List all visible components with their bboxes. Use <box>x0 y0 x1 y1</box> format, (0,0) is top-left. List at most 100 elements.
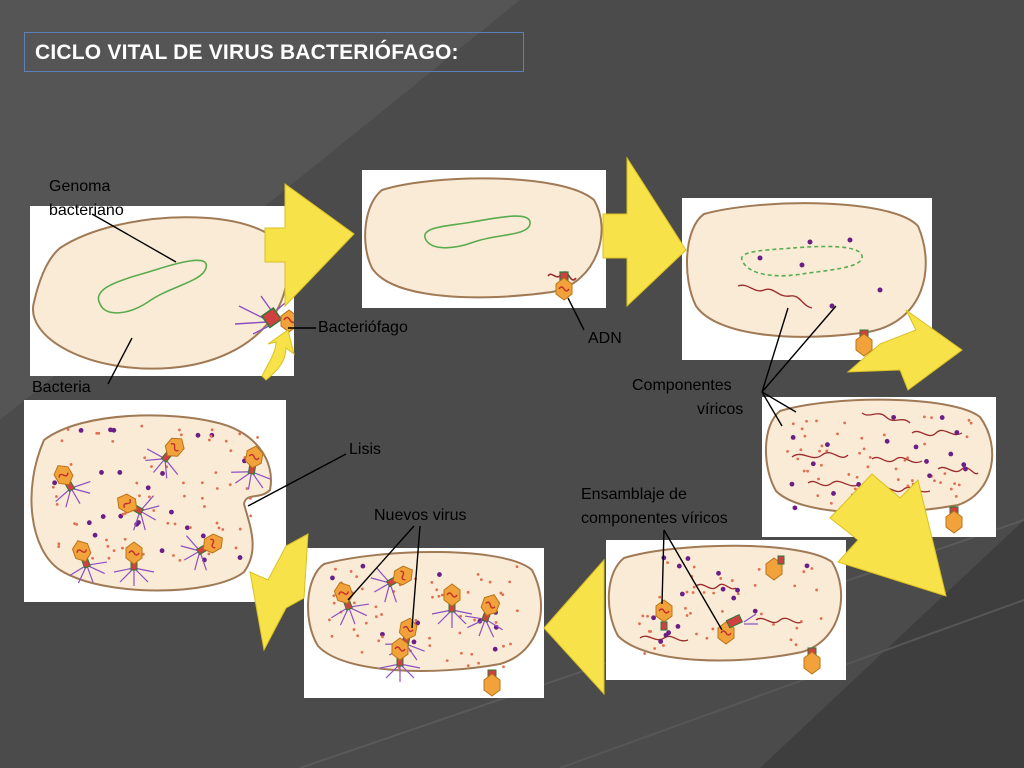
viral-component-dot <box>499 591 503 595</box>
new-phage <box>117 493 160 531</box>
viral-component-dot <box>445 659 449 663</box>
label-bacteria: Bacteria <box>32 379 91 396</box>
viral-dna-strand <box>737 284 813 309</box>
new-phage <box>464 594 503 638</box>
viral-component-dot <box>97 431 101 435</box>
viral-component-dot <box>238 527 242 531</box>
label-ensamblaje-line2: componentes víricos <box>581 510 728 527</box>
bacterial-genome <box>424 215 531 249</box>
viral-component-dot <box>189 526 192 529</box>
viral-component-dot <box>360 587 364 591</box>
viral-component-dot <box>121 546 124 550</box>
viral-component-dot <box>215 487 219 490</box>
viral-component-dot <box>428 644 432 648</box>
viral-component-dot <box>492 646 498 652</box>
viral-component-dot <box>792 505 798 511</box>
viral-component-dot <box>51 485 55 489</box>
phage-attaching <box>234 295 294 335</box>
viral-component-dot <box>477 661 480 665</box>
viral-component-dot <box>55 495 58 498</box>
viral-component-dot <box>209 434 213 438</box>
viral-component-dot <box>685 614 689 617</box>
viral-component-dot <box>143 456 147 460</box>
viral-component-dot <box>891 414 896 420</box>
viral-component-dot <box>245 487 249 490</box>
viral-component-dot <box>819 463 823 467</box>
stage-5-drawing <box>607 544 843 675</box>
viral-component-dot <box>75 522 79 526</box>
stage-4-panel <box>762 397 996 537</box>
viral-component-dot <box>922 415 926 419</box>
viral-component-dot <box>117 470 123 475</box>
label-nuevos-virus: Nuevos virus <box>374 507 467 524</box>
bacterial-genome <box>97 259 207 314</box>
viral-component-dot <box>159 548 165 554</box>
viral-component-dot <box>760 612 763 616</box>
viral-component-dot <box>169 509 174 515</box>
viral-component-dot <box>753 583 757 587</box>
viral-component-dot <box>690 575 694 578</box>
viral-component-dot <box>112 549 116 553</box>
viral-component-dot <box>60 439 64 443</box>
new-phage <box>53 465 91 508</box>
empty-phage-capsid <box>945 506 963 534</box>
assembling-phage <box>765 555 785 581</box>
viral-component-dot <box>884 438 890 444</box>
viral-component-dot <box>135 481 139 485</box>
viral-component-dot <box>466 664 470 668</box>
viral-component-dot <box>804 563 810 569</box>
viral-component-dot <box>658 595 662 599</box>
viral-component-dot <box>662 644 665 647</box>
viral-component-dot <box>651 615 656 621</box>
viral-component-dot <box>73 522 76 526</box>
viral-component-dot <box>818 449 821 453</box>
viral-component-dot <box>689 611 692 615</box>
viral-component-dot <box>488 580 492 584</box>
viral-component-dot <box>221 528 225 531</box>
viral-component-dot <box>355 575 359 579</box>
viral-component-dot <box>933 479 936 483</box>
viral-component-dot <box>692 565 696 569</box>
viral-component-dot <box>57 542 61 546</box>
viral-component-dot <box>802 570 806 574</box>
viral-component-dot <box>182 481 185 485</box>
stage-6-drawing <box>307 550 543 697</box>
stage-7-drawing <box>30 414 272 592</box>
new-phage <box>180 533 223 571</box>
viral-component-dot <box>458 631 462 635</box>
viral-component-dot <box>954 430 960 435</box>
viral-component-dot <box>502 644 505 648</box>
viral-component-dot <box>107 556 111 560</box>
label-ensamblaje-line1: Ensamblaje de <box>581 486 687 503</box>
viral-component-dot <box>894 467 898 471</box>
viral-component-dot <box>943 472 947 476</box>
viral-component-dot <box>437 572 442 577</box>
viral-component-dot <box>69 463 73 466</box>
viral-component-dot <box>638 622 641 626</box>
viral-component-dot <box>179 433 183 437</box>
viral-component-dot <box>721 609 724 613</box>
viral-component-dot <box>210 428 214 432</box>
viral-component-dot <box>106 544 110 548</box>
viral-component-dot <box>676 563 682 569</box>
viral-component-dot <box>820 444 824 448</box>
viral-component-dot <box>859 496 865 502</box>
viral-component-dot <box>55 502 59 506</box>
viral-component-dot <box>229 449 233 453</box>
viral-component-dot <box>675 624 681 629</box>
viral-component-dot <box>692 585 696 589</box>
viral-component-dot <box>806 469 810 473</box>
viral-component-dot <box>716 570 721 576</box>
viral-component-dot <box>364 621 368 625</box>
viral-component-dot <box>805 419 808 423</box>
viral-component-dot <box>173 522 177 526</box>
viral-component-dot <box>160 471 165 476</box>
viral-component-dot <box>646 614 649 618</box>
viral-component-dot <box>352 628 356 631</box>
viral-component-dot <box>815 419 818 423</box>
viral-component-dot <box>829 501 833 505</box>
viral-component-dot <box>939 415 945 420</box>
viral-component-dot <box>789 481 795 487</box>
viral-component-dot <box>810 567 814 570</box>
viral-component-dot <box>939 481 942 485</box>
